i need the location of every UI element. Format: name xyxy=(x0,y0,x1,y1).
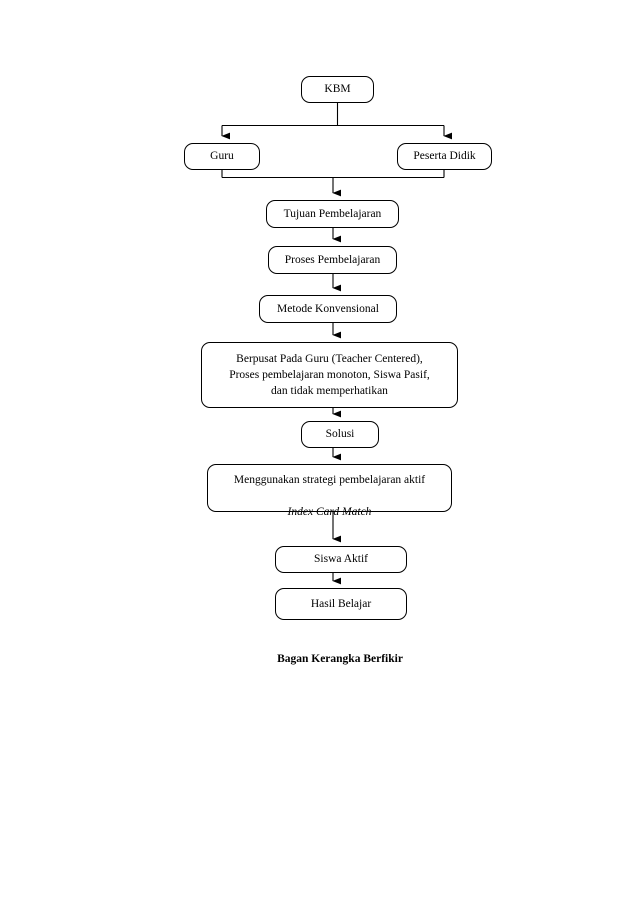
node-siswa-aktif[interactable]: Siswa Aktif xyxy=(275,546,407,573)
node-peserta-didik[interactable]: Peserta Didik xyxy=(397,143,492,170)
node-strategi[interactable]: Menggunakan strategi pembelajaran aktif … xyxy=(207,464,452,518)
edge-merge-tujuan xyxy=(221,170,445,197)
node-hasil-belajar[interactable]: Hasil Belajar xyxy=(275,588,407,620)
node-metode-konvensional[interactable]: Metode Konvensional xyxy=(259,295,397,323)
node-kbm[interactable]: KBM xyxy=(301,76,374,103)
edge-kbm-split xyxy=(221,103,452,140)
node-strategi-line1: Menggunakan strategi pembelajaran aktif xyxy=(233,474,426,486)
node-guru[interactable]: Guru xyxy=(184,143,260,170)
node-kondisi-pembelajaran[interactable]: Berpusat Pada Guru (Teacher Centered), P… xyxy=(201,342,458,408)
node-proses-pembelajaran[interactable]: Proses Pembelajaran xyxy=(268,246,397,274)
node-strategi-line2: Index Card Match xyxy=(287,506,372,518)
node-solusi[interactable]: Solusi xyxy=(301,421,379,448)
node-tujuan-pembelajaran[interactable]: Tujuan Pembelajaran xyxy=(266,200,399,228)
diagram-caption: Bagan Kerangka Berfikir xyxy=(277,653,403,665)
